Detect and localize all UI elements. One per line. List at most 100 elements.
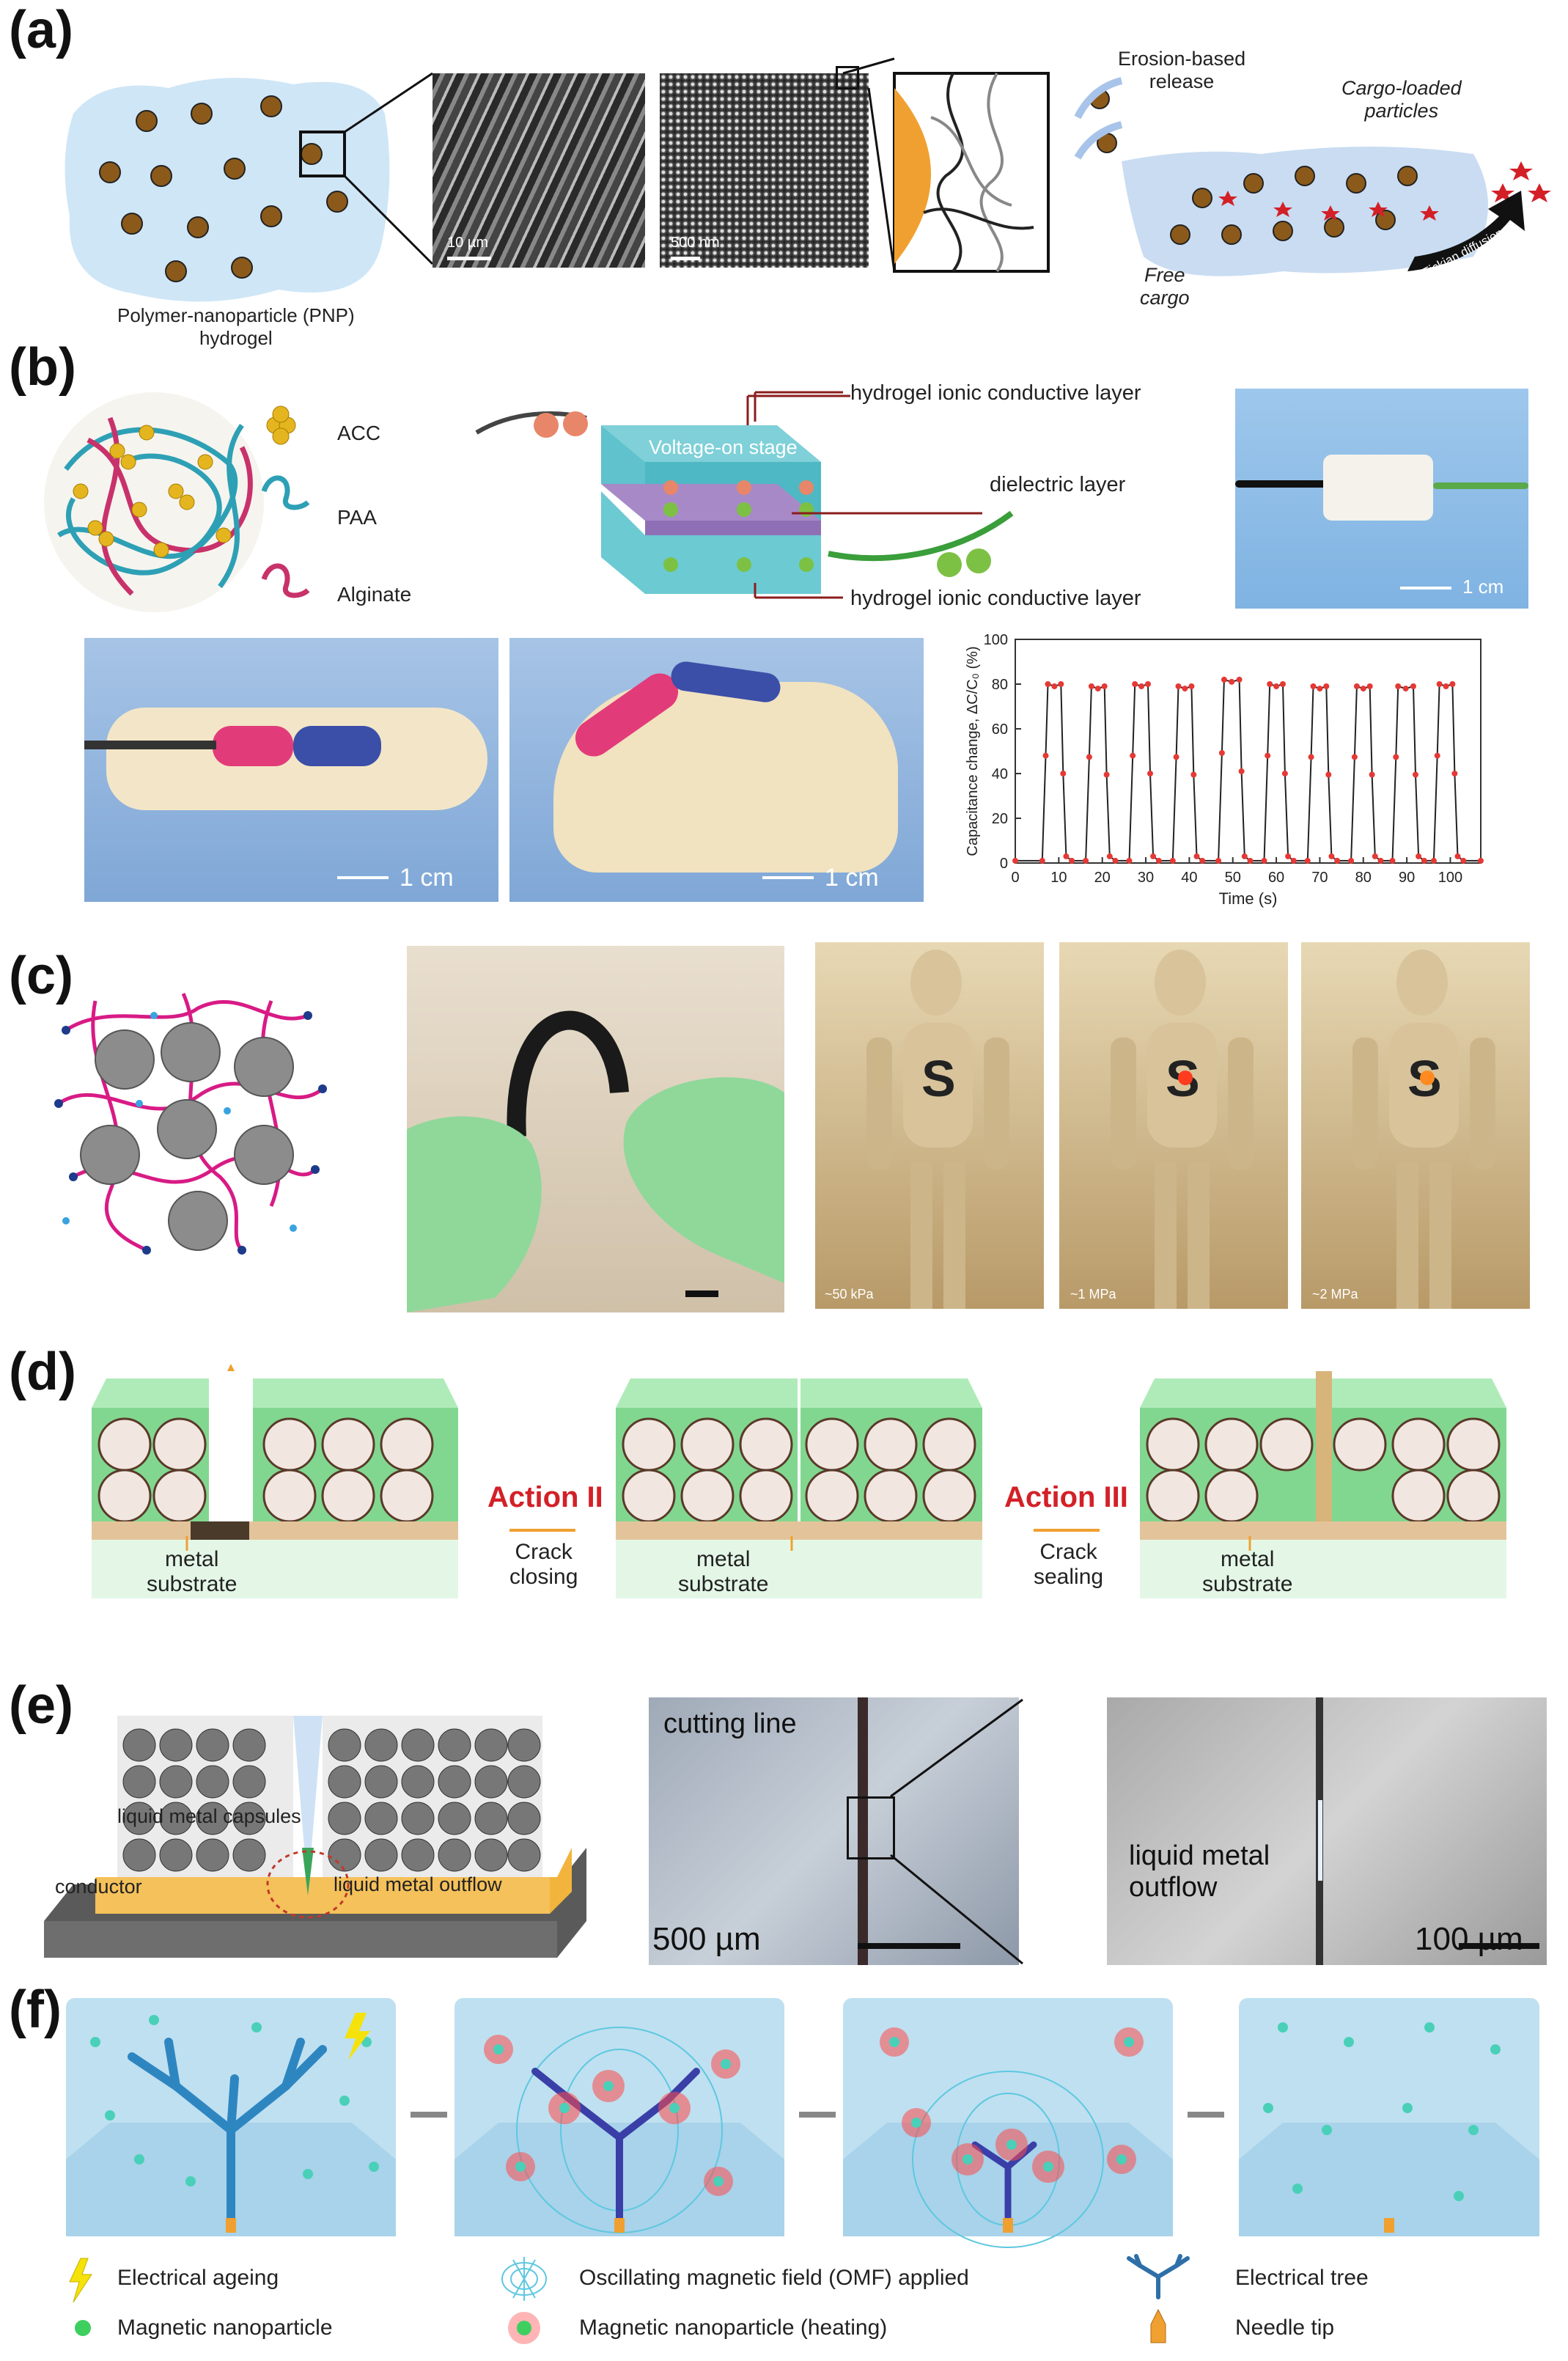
y-tick-label: 80 xyxy=(992,677,1008,693)
legend-electrical-tree: Electrical tree xyxy=(1235,2266,1369,2290)
capacitance-data-point xyxy=(1360,686,1366,692)
capacitance-data-point xyxy=(1443,683,1449,689)
capacitance-data-point xyxy=(1372,853,1378,859)
capacitance-data-point xyxy=(1147,771,1153,776)
y-axis-label: Capacitance change, ΔC/C₀ (%) xyxy=(965,646,981,856)
capacitance-data-point xyxy=(1193,853,1200,859)
legend-omf: Oscillating magnetic field (OMF) applied xyxy=(579,2266,969,2290)
crack-healing-stage-1 xyxy=(92,1364,458,1598)
magnetic-particle-network-diagram xyxy=(54,992,327,1255)
x-tick-label: 60 xyxy=(1268,870,1284,886)
capacitance-data-point xyxy=(1410,683,1416,689)
capacitance-data-point xyxy=(1353,683,1360,689)
capacitance-data-point xyxy=(1451,771,1458,776)
micrograph-low-mag xyxy=(649,1697,1019,1965)
x-axis-label: Time (s) xyxy=(1219,889,1278,908)
capacitance-data-point xyxy=(1369,771,1375,778)
capacitance-data-point xyxy=(1273,683,1280,689)
x-tick-label: 80 xyxy=(1355,870,1372,886)
device-scale-text: 1 cm xyxy=(1462,576,1504,598)
arrow-action-iii xyxy=(1034,1529,1100,1532)
capsules-label: liquid metal capsules xyxy=(117,1805,301,1827)
device-scale-bar xyxy=(1400,587,1451,590)
layer-label-top: hydrogel ionic conductive layer xyxy=(850,381,1141,405)
capacitance-data-point xyxy=(1190,771,1197,778)
flexible-film-photo xyxy=(407,946,784,1312)
capacitance-data-point xyxy=(1130,752,1136,759)
capacitance-data-point xyxy=(1012,857,1018,864)
y-tick-label: 20 xyxy=(992,811,1008,827)
capacitance-data-point xyxy=(1045,681,1051,687)
capacitance-data-point xyxy=(1377,857,1384,864)
capacitance-data-point xyxy=(1145,681,1151,687)
outflow-label-2: liquid metal outflow xyxy=(1129,1840,1270,1903)
capacitance-data-point xyxy=(1221,676,1227,683)
needle-tip-icon xyxy=(1150,2308,1166,2343)
capacitance-data-point xyxy=(1101,683,1108,689)
x-tick-label: 40 xyxy=(1181,870,1197,886)
finger-straight-photo xyxy=(84,638,498,902)
x-tick-label: 0 xyxy=(1011,870,1019,886)
finger-scale-text-2: 1 cm xyxy=(825,864,879,892)
capacitance-data-point xyxy=(1436,681,1443,687)
capacitance-data-point xyxy=(1188,683,1195,689)
micrograph-2-scale-bar xyxy=(1459,1943,1539,1949)
micrograph-high-mag xyxy=(1107,1697,1547,1965)
capacitance-data-point xyxy=(1261,857,1267,864)
free-cargo-label: Free cargo xyxy=(1140,264,1190,309)
film-scale-bar xyxy=(685,1290,718,1297)
legend-acc: ACC xyxy=(337,422,381,444)
capacitance-data-point xyxy=(1395,683,1402,689)
capacitance-data-point xyxy=(1430,857,1437,864)
capacitance-data-point xyxy=(1236,676,1243,683)
electrical-tree-stage-4 xyxy=(1239,1998,1539,2236)
capacitance-data-point xyxy=(1389,857,1396,864)
capacitance-data-point xyxy=(1069,857,1075,864)
capacitance-data-point xyxy=(1416,853,1422,859)
electrical-tree-stage-3 xyxy=(843,1998,1173,2248)
capacitance-data-point xyxy=(1478,857,1484,864)
capacitance-data-point xyxy=(1348,857,1355,864)
layer-label-bottom: hydrogel ionic conductive layer xyxy=(850,587,1141,610)
panel-label-d: (d) xyxy=(9,1343,76,1401)
capacitance-data-point xyxy=(1238,768,1245,774)
legend-heating-nanoparticle: Magnetic nanoparticle (heating) xyxy=(579,2316,888,2340)
micrograph-1-scale-bar xyxy=(858,1943,960,1949)
zoom-box-small xyxy=(836,66,859,89)
capacitance-data-point xyxy=(1060,771,1067,776)
capacitance-data-point xyxy=(1434,752,1440,759)
capacitance-data-point xyxy=(1173,754,1179,760)
capacitance-data-point xyxy=(1351,754,1358,760)
heating-nanoparticle-icon xyxy=(508,2312,540,2344)
action-ii-sub: Crack closing xyxy=(509,1540,578,1589)
capacitance-data-point xyxy=(1039,857,1045,864)
capacitance-data-point xyxy=(1328,853,1335,859)
polymer-particle-interface-diagram xyxy=(842,57,1050,273)
pnp-caption: Polymer-nanoparticle (PNP) hydrogel xyxy=(117,304,355,349)
lightning-icon xyxy=(69,2258,92,2303)
electrical-tree-stage-2 xyxy=(454,1998,784,2236)
magnetic-field-icon xyxy=(501,2257,547,2301)
x-tick-label: 10 xyxy=(1050,870,1067,886)
liquid-metal-capsule-diagram xyxy=(44,1716,586,1958)
capacitance-data-point xyxy=(1094,686,1101,692)
capacitance-data-point xyxy=(1083,857,1089,864)
action-iii-sub: Crack sealing xyxy=(1034,1540,1104,1589)
mannequin-photo-2: S xyxy=(1059,942,1288,1309)
capacitance-data-point xyxy=(1126,857,1133,864)
capacitance-data-point xyxy=(1132,681,1138,687)
capacitance-data-point xyxy=(1150,853,1157,859)
x-tick-label: 70 xyxy=(1311,870,1328,886)
conductor-label: conductor xyxy=(55,1876,142,1898)
arrow-f-3 xyxy=(1188,2112,1224,2118)
capacitance-data-point xyxy=(1460,857,1467,864)
capacitance-data-point xyxy=(1280,681,1286,687)
legend-magnetic-nanoparticle: Magnetic nanoparticle xyxy=(117,2316,333,2340)
y-tick-label: 100 xyxy=(984,632,1008,648)
nanoparticle-icon xyxy=(75,2320,91,2336)
capacitance-data-point xyxy=(1218,749,1225,756)
action-ii-label: Action II xyxy=(487,1481,603,1513)
svg-text:S: S xyxy=(921,1050,956,1107)
capacitance-data-point xyxy=(1267,681,1273,687)
